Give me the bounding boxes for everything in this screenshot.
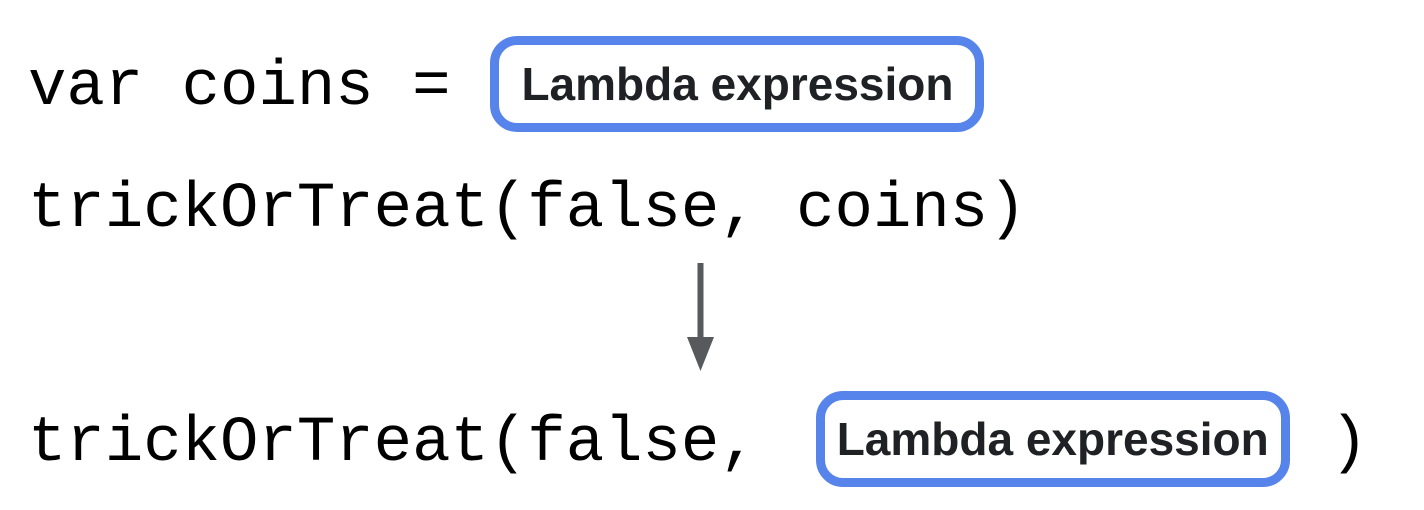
code-function-call: trickOrTreat(false, coins) — [28, 173, 1027, 246]
code-close-paren: ) — [1329, 407, 1369, 480]
code-var-declaration: var coins = — [28, 51, 451, 124]
lambda-expression-label-top: Lambda expression — [521, 58, 954, 110]
down-arrow-icon — [687, 263, 714, 371]
code-call-before-box: trickOrTreat(false, — [28, 407, 758, 480]
lambda-expression-box-bottom: Lambda expression — [815, 391, 1290, 487]
line-var-declaration: var coins = Lambda expression — [28, 35, 985, 133]
line-function-call: trickOrTreat(false, coins) — [28, 172, 1027, 248]
line-substituted-call: trickOrTreat(false, Lambda expression ) — [28, 390, 1368, 488]
lambda-expression-box-top: Lambda expression — [490, 36, 985, 132]
lambda-expression-label-bottom: Lambda expression — [836, 413, 1269, 465]
